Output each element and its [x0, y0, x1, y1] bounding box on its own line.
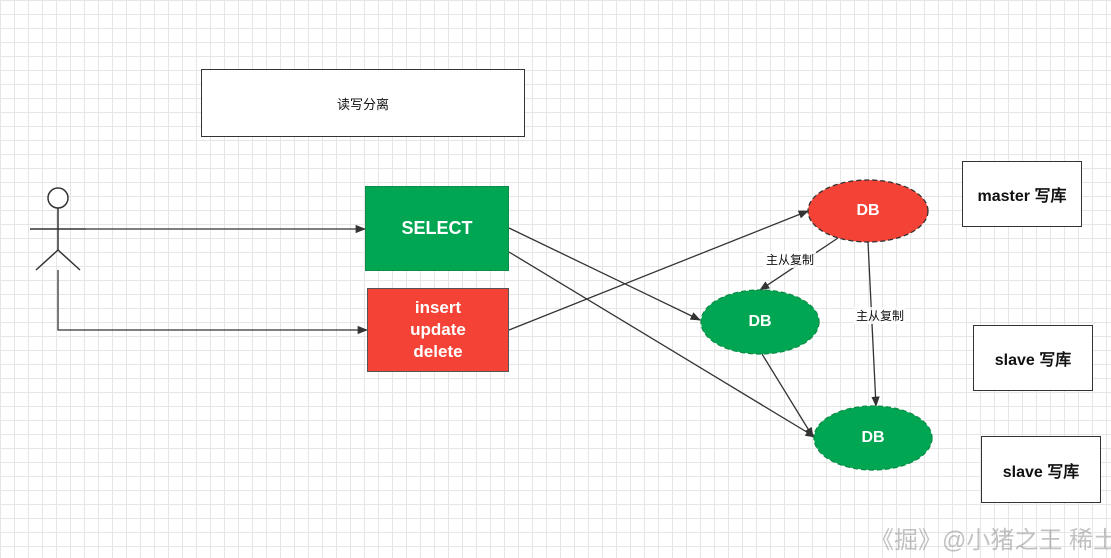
slave-db-1-label: DB — [748, 313, 772, 330]
slave-db-node-1 — [700, 289, 820, 355]
slave-role-box-2: slave 写库 — [981, 436, 1101, 503]
slave-db-2-label: DB — [861, 429, 885, 446]
watermark-text: 《掘》@小猪之王 稀土掘金技术社区 — [870, 527, 1111, 554]
replication-label-2: 主从复制 — [854, 307, 907, 324]
master-to-slave2-arrow — [867, 241, 880, 408]
diagram-title-box: 读写分离 — [201, 69, 525, 137]
master-role-label: master 写库 — [977, 188, 1067, 205]
select-to-slave2-arrow — [508, 251, 816, 438]
slave1-to-slave2-arrow — [761, 353, 814, 438]
master-role-box: master 写库 — [962, 161, 1082, 227]
select-box: SELECT — [365, 186, 509, 271]
slave-role-box-1: slave 写库 — [973, 325, 1093, 391]
select-label: SELECT — [401, 218, 473, 238]
write-op-insert: insert — [414, 298, 462, 317]
diagram-title: 读写分离 — [336, 96, 389, 112]
select-to-slave1-arrow — [508, 227, 701, 321]
master-db-node — [807, 179, 929, 243]
write-to-master-arrow — [508, 210, 809, 331]
slave-role-label-2: slave 写库 — [1002, 463, 1080, 481]
master-db-label: DB — [856, 202, 880, 219]
write-ops-box: insert update delete — [367, 288, 509, 372]
actor-to-write-arrow — [57, 270, 369, 335]
write-op-delete: delete — [413, 342, 463, 361]
write-op-update: update — [410, 320, 466, 339]
replication-label-1: 主从复制 — [764, 251, 817, 268]
slave-db-node-2 — [813, 405, 933, 471]
user-actor-icon — [30, 187, 86, 271]
slave-role-label-1: slave 写库 — [994, 352, 1072, 369]
